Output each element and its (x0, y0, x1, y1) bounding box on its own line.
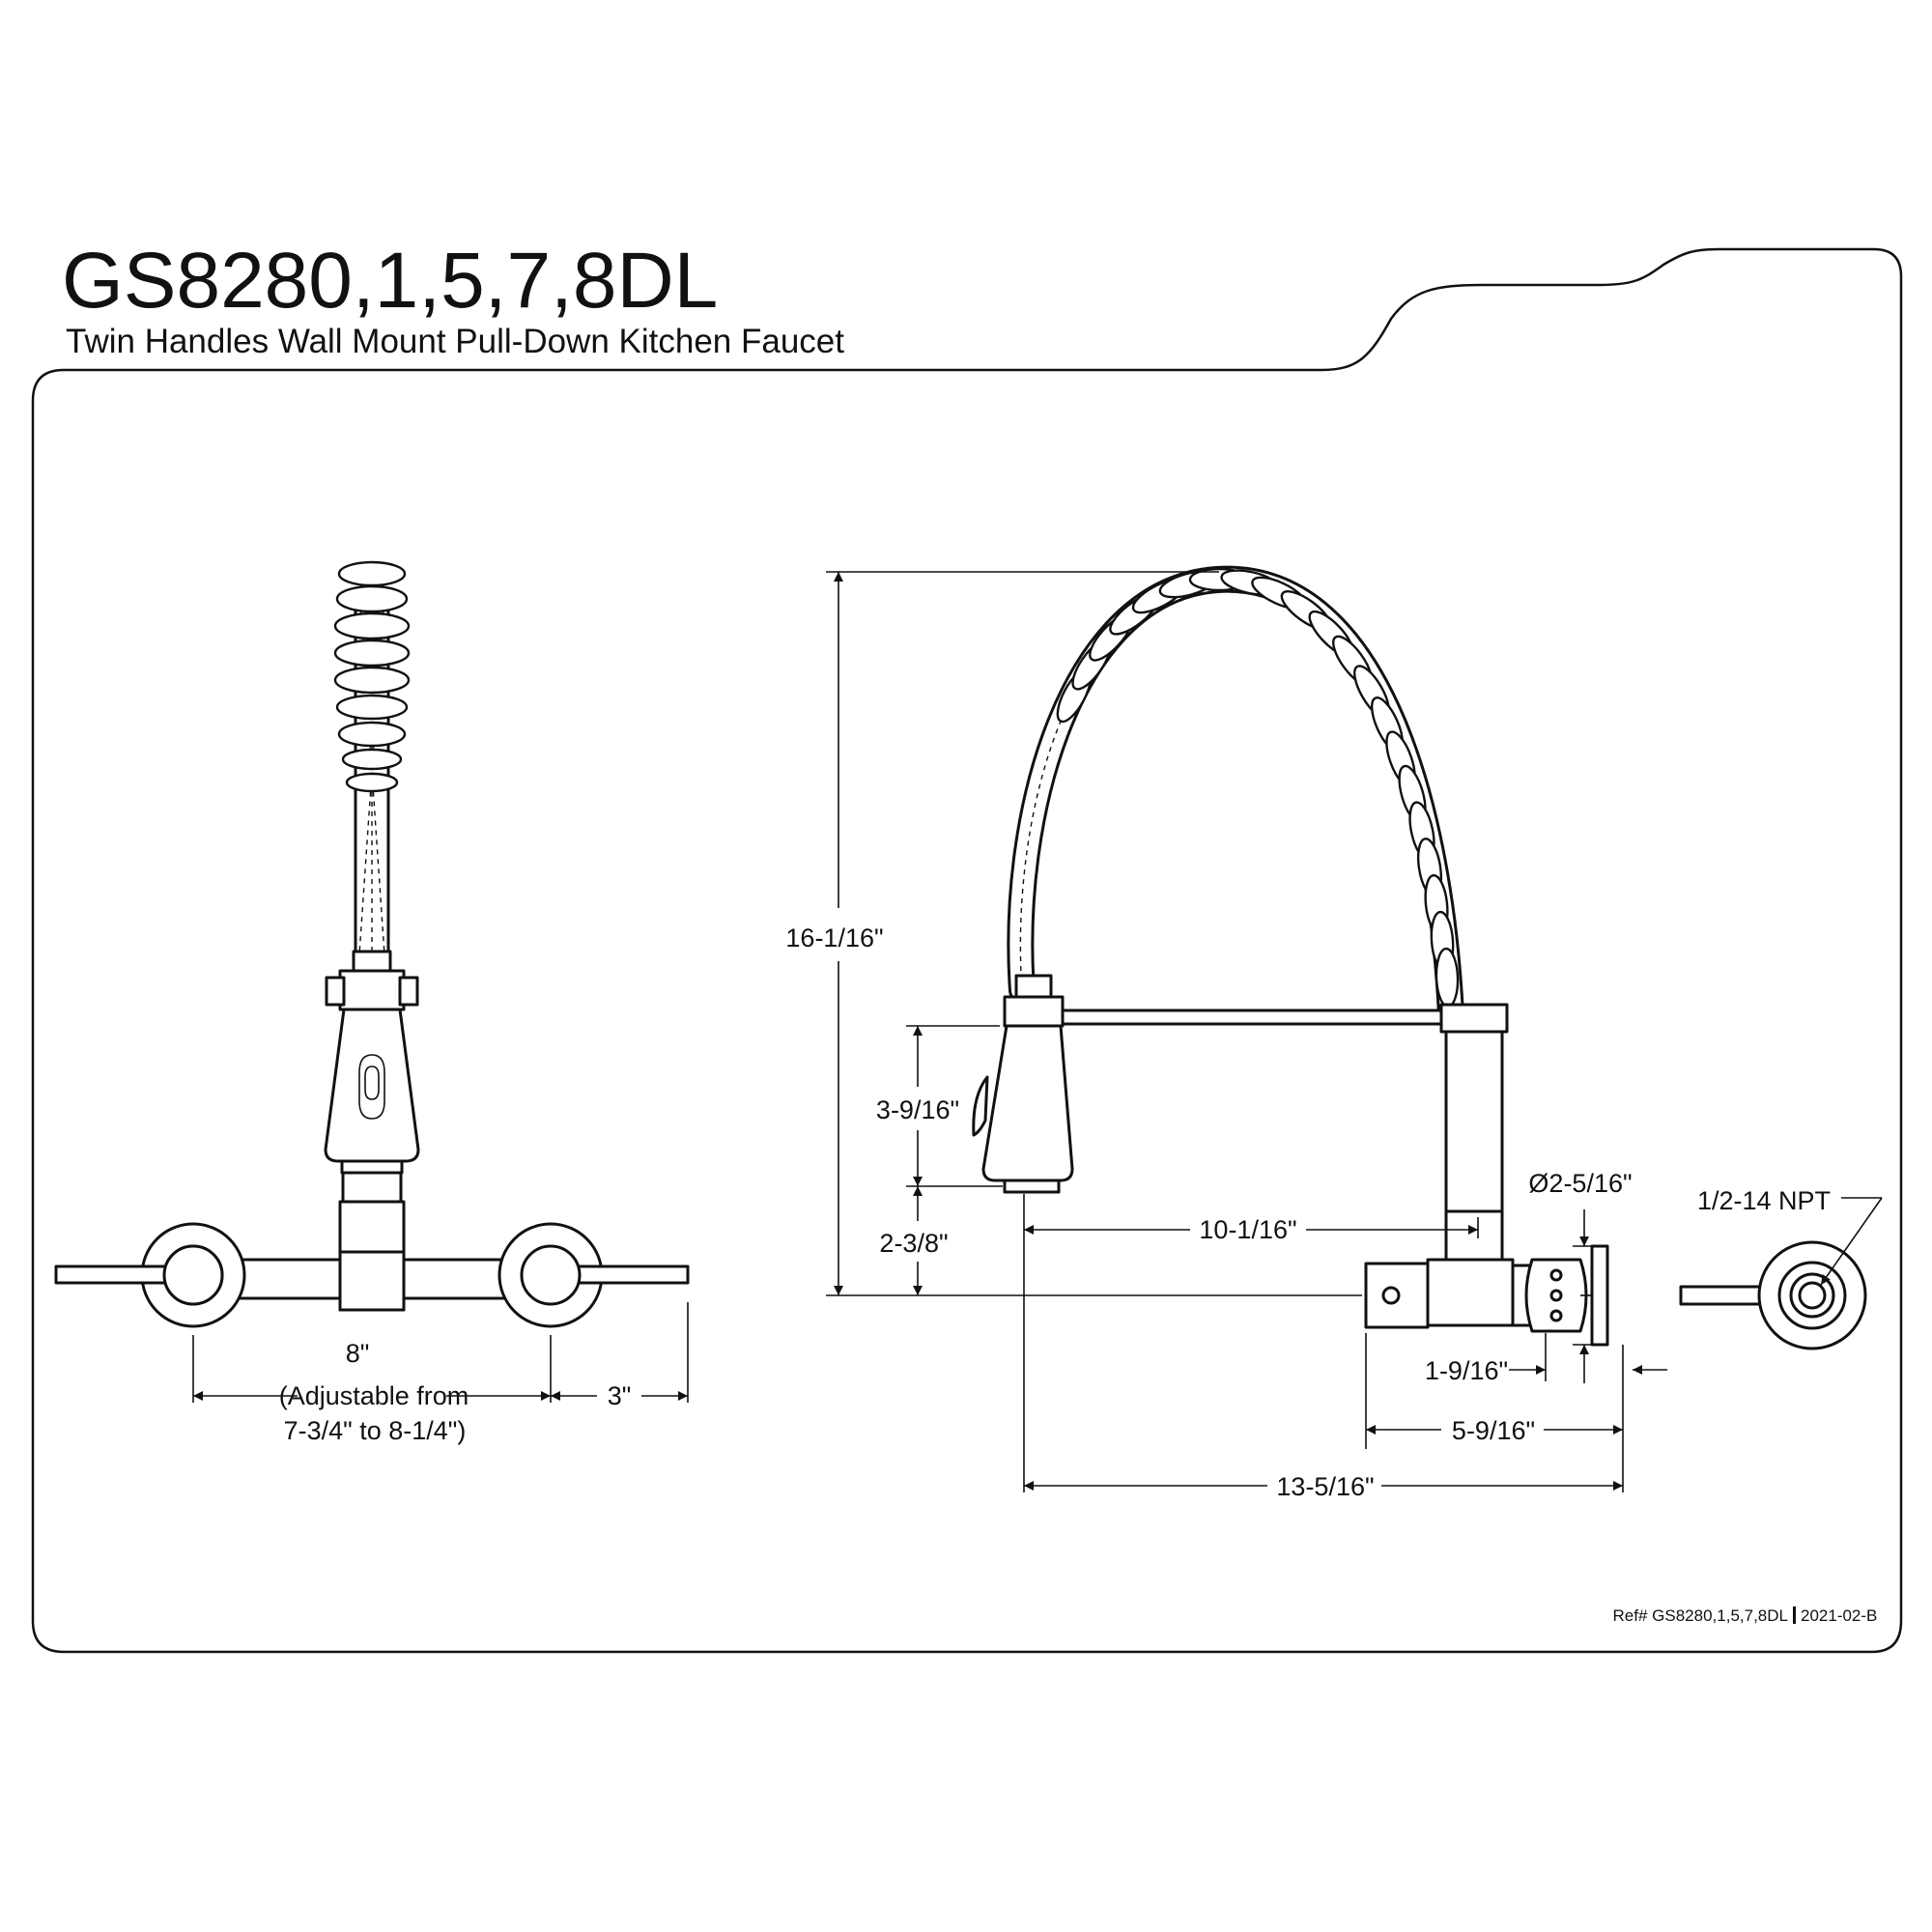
product-description: Twin Handles Wall Mount Pull-Down Kitche… (66, 323, 844, 360)
front-sprayer-head (324, 1008, 420, 1163)
thread-spec: 1/2-14 NPT (1697, 1186, 1831, 1215)
dim-handle-length: 3" (608, 1381, 632, 1410)
dim-adjustable-range-2: 7-3/4" to 8-1/4") (284, 1416, 467, 1445)
dim-spout-clearance: 2-3/8" (879, 1229, 948, 1258)
dim-body-depth: 5-9/16" (1452, 1416, 1535, 1445)
end-view (1679, 1197, 1883, 1350)
front-spring-coil (333, 560, 411, 793)
dim-spout-reach: 10-1/16" (1199, 1215, 1296, 1244)
side-sprayer-head (981, 1024, 1074, 1182)
front-view (54, 560, 690, 1403)
reference-number: Ref# GS8280,1,5,7,8DL (1613, 1606, 1788, 1625)
side-spring-coil (1056, 567, 1460, 1009)
model-number: GS8280,1,5,7,8DL (62, 237, 718, 325)
dim-adjustable-range-1: (Adjustable from (279, 1381, 469, 1410)
side-view (826, 565, 1667, 1492)
drawing-frame (31, 247, 1903, 1654)
dim-flange-diameter: Ø2-5/16" (1528, 1169, 1632, 1198)
revision-code: 2021-02-B (1801, 1606, 1877, 1625)
dim-sprayer-height: 3-9/16" (876, 1095, 959, 1124)
side-hose-braid (1019, 579, 1452, 1015)
dim-flange-offset: 1-9/16" (1425, 1356, 1508, 1385)
dim-center-to-center: 8" (346, 1339, 370, 1368)
dim-overall-depth: 13-5/16" (1276, 1472, 1374, 1501)
dim-overall-height: 16-1/16" (785, 923, 883, 952)
footer-divider (1793, 1606, 1796, 1624)
